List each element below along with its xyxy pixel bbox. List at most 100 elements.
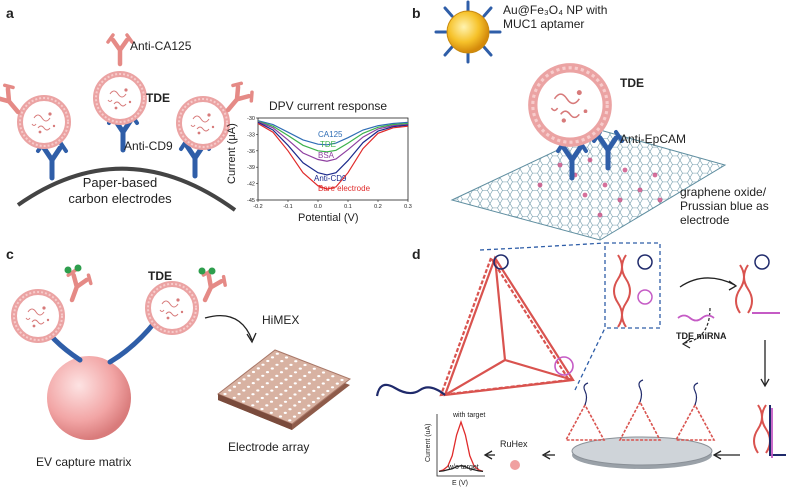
anti-cd9-label: Anti-CD9 xyxy=(124,139,173,153)
electrode-well xyxy=(256,378,260,381)
electrode-well xyxy=(303,374,307,378)
without-target-label: w/o target xyxy=(448,464,479,471)
electrode-well xyxy=(316,386,321,389)
electrode-well xyxy=(284,389,288,392)
electrode-well xyxy=(340,378,344,382)
electrode-well xyxy=(223,392,227,396)
electrode-well xyxy=(242,378,246,381)
panel-b xyxy=(434,0,727,241)
electrode-well xyxy=(260,407,264,411)
electrode-well xyxy=(331,375,335,378)
electrode-well xyxy=(228,389,232,392)
electrode-well xyxy=(307,371,312,374)
dpv-series-label: TDE xyxy=(320,140,336,149)
electrode-well xyxy=(288,397,292,400)
electrode-well xyxy=(293,404,297,407)
electrode-well xyxy=(261,374,265,377)
electrode-well xyxy=(289,374,293,378)
electrode-well xyxy=(293,371,298,374)
dpv-y-axis-label: Current (μA) xyxy=(226,123,238,184)
electrode-well xyxy=(269,411,273,414)
electrode-well xyxy=(298,367,302,370)
hairpin-probe xyxy=(554,356,574,376)
with-target-label: with target xyxy=(453,412,486,419)
zoom-box xyxy=(604,242,661,329)
exosome-vesicle xyxy=(20,98,68,146)
x-tick-label: 0.2 xyxy=(374,204,382,210)
electrode-well xyxy=(293,382,297,385)
electrode-well xyxy=(289,363,293,366)
electrode-well xyxy=(303,363,307,367)
process-arrow xyxy=(204,314,253,341)
x-tick-label: -0.2 xyxy=(253,204,262,210)
electrode-well xyxy=(246,385,251,388)
anti-ca125-antibody xyxy=(108,35,132,64)
electrode-well xyxy=(321,393,325,396)
dpv-series-line xyxy=(257,121,409,162)
electrode-label-line2: carbon electrodes xyxy=(68,191,172,206)
electrode-well xyxy=(284,356,289,359)
electrode-well xyxy=(326,389,330,393)
y-tick-label: -45 xyxy=(247,198,255,204)
y-tick-label: -36 xyxy=(247,149,255,155)
panel-d xyxy=(375,242,786,477)
dpv-chart-title: DPV current response xyxy=(269,99,388,113)
swv-x-axis-label: E (V) xyxy=(452,480,468,487)
electrode-well xyxy=(247,374,251,377)
graphene-label-line2: Prussian blue as xyxy=(680,199,769,213)
tetrahedra-on-electrode xyxy=(564,400,716,441)
electrode-well xyxy=(311,400,316,404)
electrode-well xyxy=(275,352,279,355)
electrode-well xyxy=(270,389,274,392)
released-duplex xyxy=(753,404,771,454)
nanoparticle-label-line1: Au@Fe₃O₄ NP with xyxy=(503,3,608,17)
electrode-well xyxy=(251,393,255,396)
electrode-well xyxy=(297,400,302,403)
electrode-well xyxy=(255,400,260,403)
electrode-well xyxy=(317,375,321,378)
electrode-well xyxy=(269,400,274,403)
anti-ca125-label: Anti-CA125 xyxy=(130,39,192,53)
electrode-well xyxy=(275,374,279,377)
electrode-well xyxy=(307,404,311,407)
electrode-well xyxy=(298,389,302,392)
linker-antibody xyxy=(107,319,158,365)
electrode-well xyxy=(232,396,236,399)
y-tick-label: -33 xyxy=(247,132,255,138)
electrode-well xyxy=(307,393,311,396)
electrode-well xyxy=(256,389,260,392)
electrode-well xyxy=(237,381,241,385)
electrode-well xyxy=(275,363,279,366)
dna-tetrahedron xyxy=(439,255,575,397)
ruhex-label: RuHex xyxy=(500,439,528,449)
electrode-well xyxy=(279,371,284,374)
electrode-well xyxy=(241,400,246,403)
dpv-series-line xyxy=(257,120,409,153)
exosome-vesicle xyxy=(179,99,227,147)
tde-mirna-strand xyxy=(677,314,715,322)
electrode-well xyxy=(321,382,325,385)
carbon-electrode-curve xyxy=(16,166,237,212)
dpv-plot-frame xyxy=(257,117,409,201)
y-tick-label: -30 xyxy=(247,116,255,122)
electrode-well xyxy=(330,386,335,389)
electrode-well xyxy=(270,356,275,359)
panel-c xyxy=(14,264,352,440)
tde-label-b: TDE xyxy=(620,76,644,90)
electrode-well xyxy=(288,408,292,411)
electrode-well xyxy=(298,378,302,381)
electrode-well xyxy=(284,367,288,370)
electrode-well xyxy=(279,382,283,385)
y-tick-label: -39 xyxy=(247,165,255,171)
electrode-well xyxy=(312,367,316,370)
electrode-well xyxy=(326,378,330,381)
dpv-series-label: Anti-CD9 xyxy=(314,174,347,183)
tde-label-a: TDE xyxy=(146,91,170,105)
swv-series-line xyxy=(438,419,484,473)
electrode-well xyxy=(274,408,278,411)
panel-c-label: c xyxy=(6,246,14,262)
electrode-well xyxy=(279,393,283,396)
electrode-array-label: Electrode array xyxy=(228,440,310,454)
electrode-well xyxy=(265,371,270,374)
